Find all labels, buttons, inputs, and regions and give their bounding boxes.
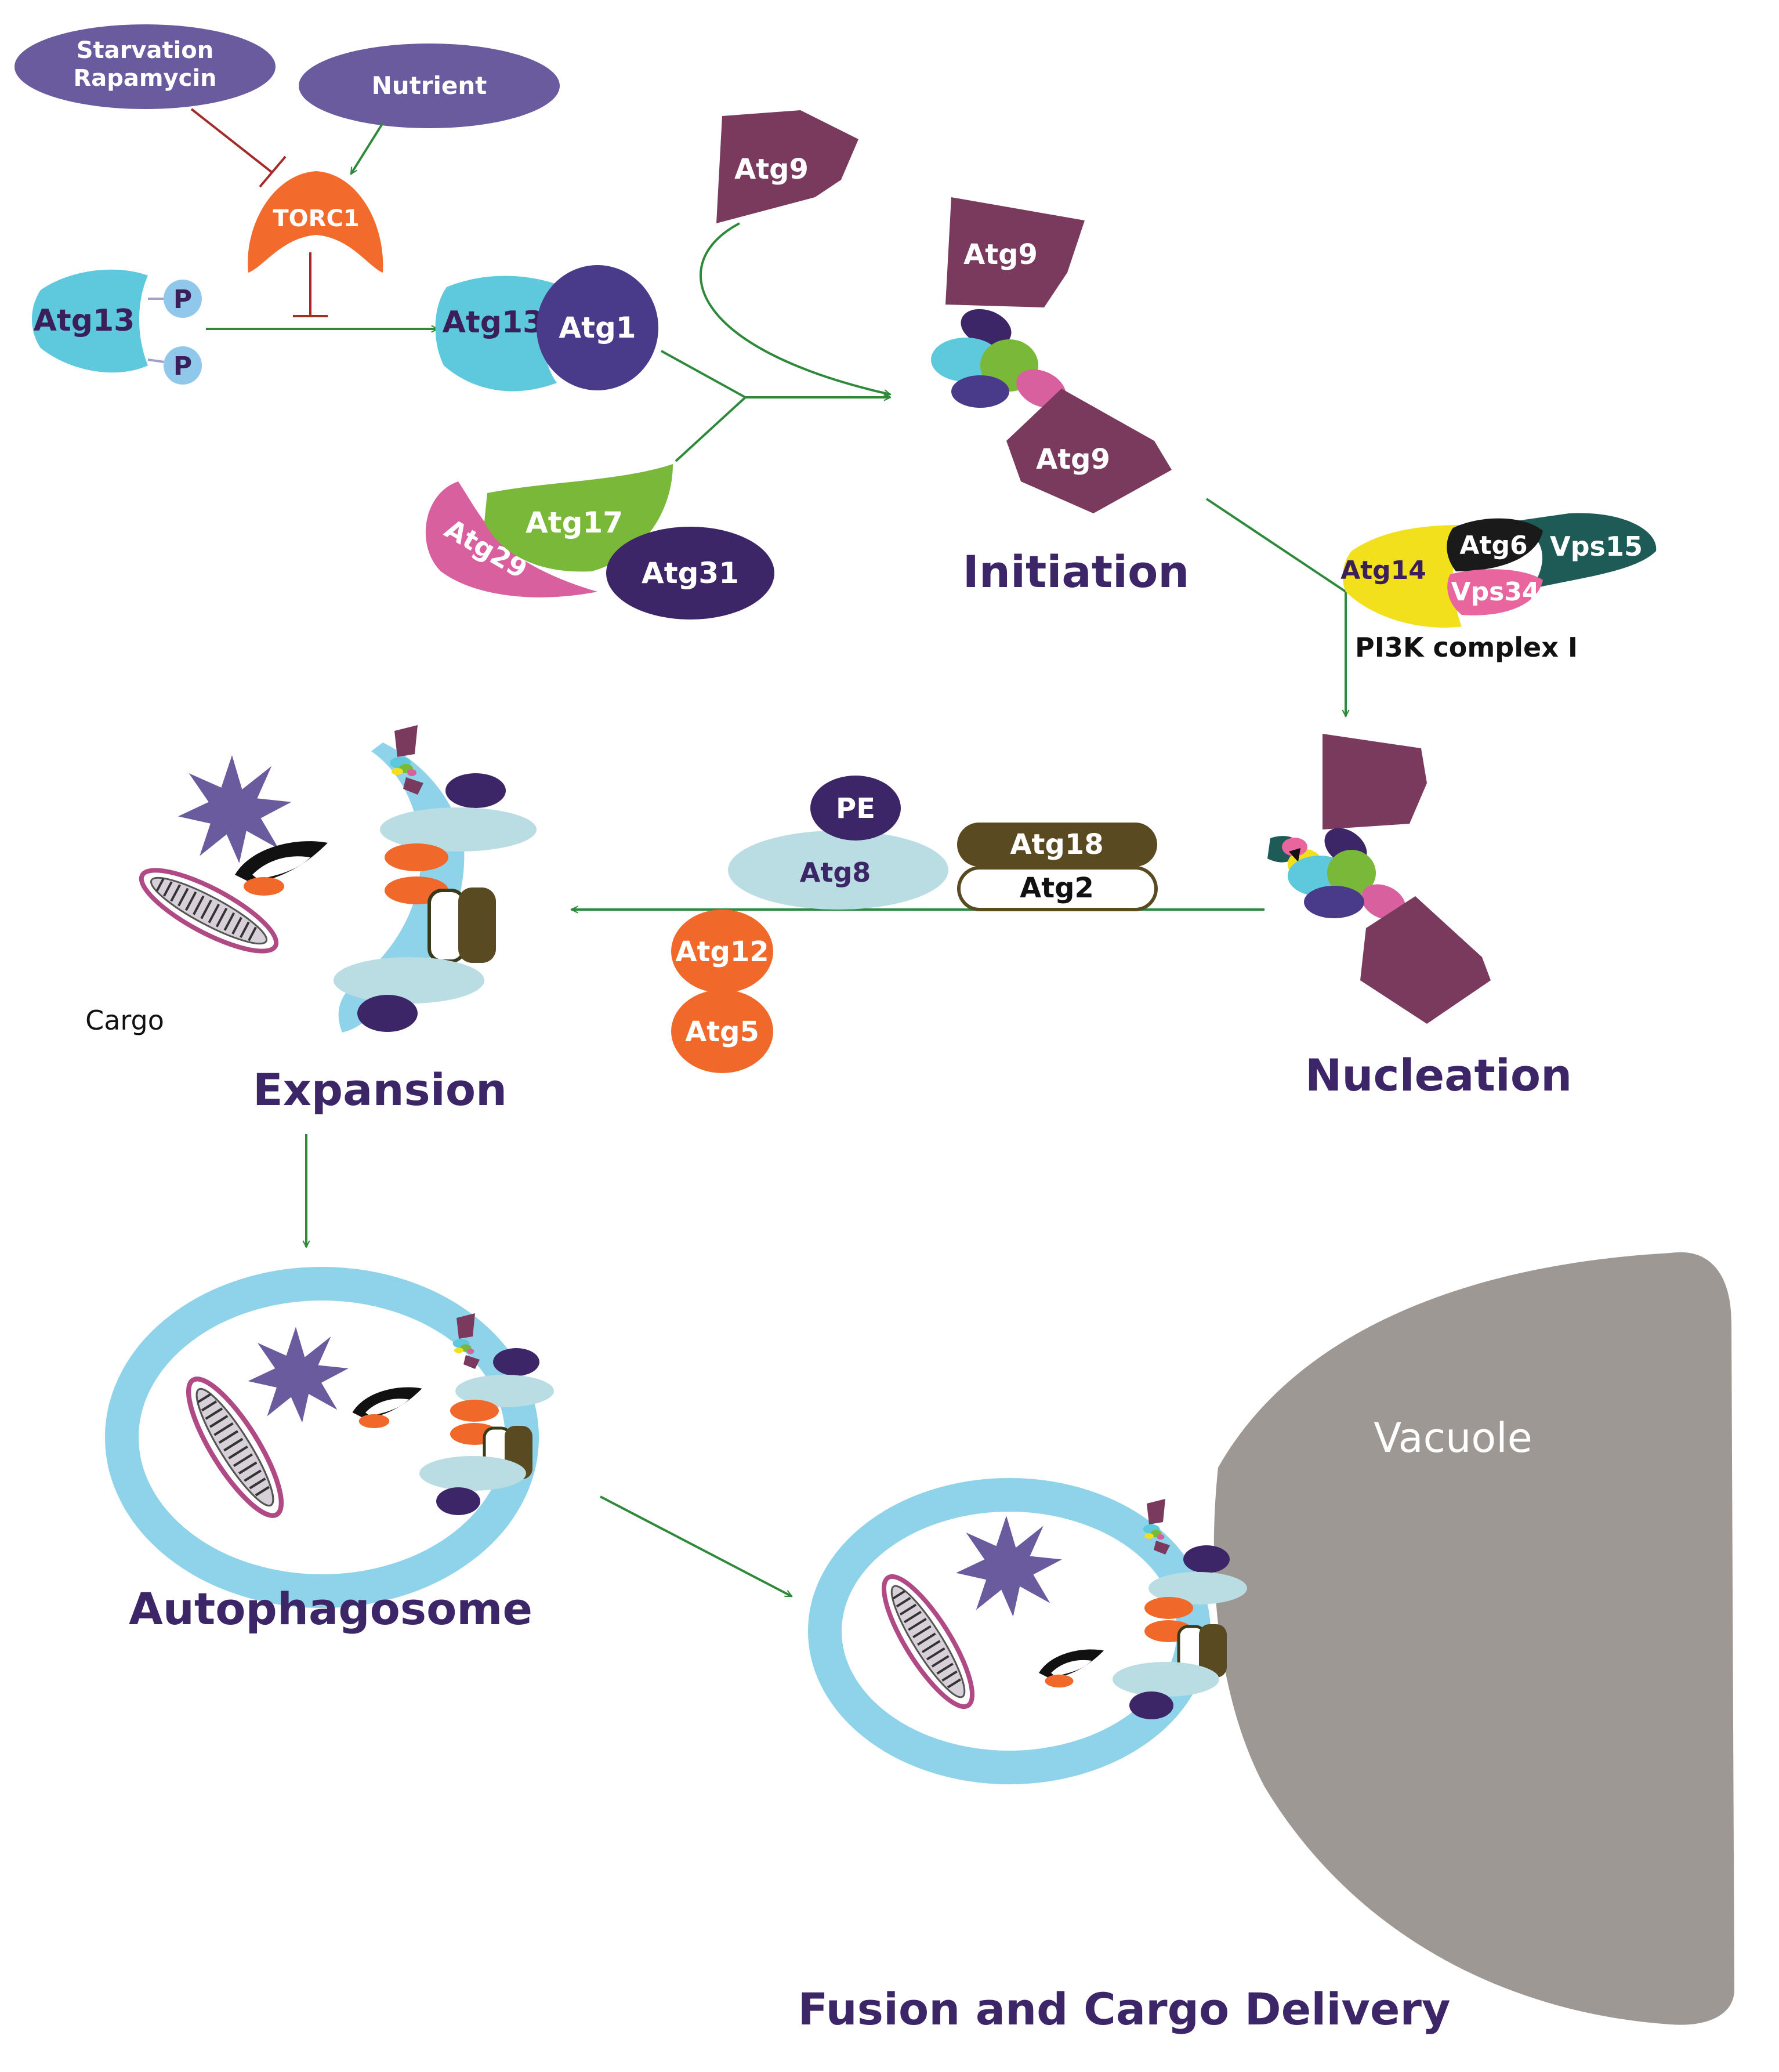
atg13-atg1-complex: Atg13 Atg1 xyxy=(435,265,658,392)
atg18-node xyxy=(957,823,1157,867)
nucleation-complex xyxy=(1267,734,1491,1024)
atg12-node xyxy=(671,910,773,993)
starvation-rapamycin-node: Starvation Rapamycin xyxy=(15,24,276,109)
atg12-atg5-conjugate: Atg12 Atg5 xyxy=(671,910,773,1073)
initiation-title: Initiation xyxy=(963,546,1190,597)
vacuole-label: Vacuole xyxy=(1374,1414,1532,1462)
atg18-atg2-complex: Atg18 Atg2 xyxy=(957,823,1158,911)
atg5-label: Atg5 xyxy=(685,1016,759,1048)
torc1-label: TORC1 xyxy=(273,205,359,232)
autophagosome-title: Autophagosome xyxy=(129,1583,532,1635)
phospho-group-1 xyxy=(164,280,202,318)
starvation-label: Starvation xyxy=(77,37,214,64)
atg31-node xyxy=(606,527,774,620)
atg13-phosphorylated: Atg13 P P xyxy=(32,269,202,385)
atg17-atg29-atg31-complex: Atg29 Atg17 Atg31 xyxy=(425,464,774,620)
atg8-node xyxy=(728,831,948,910)
pi3k-complex-i: Vps15 Atg14 Atg6 Vps34 xyxy=(1340,513,1657,628)
atg13-label-2: Atg13 xyxy=(443,305,544,340)
atg6-label: Atg6 xyxy=(1459,531,1527,560)
atg1-node xyxy=(537,265,658,390)
atg13-label-1: Atg13 xyxy=(34,303,135,338)
autophagosome-to-fusion-arrow xyxy=(600,1495,792,1598)
phospho-label-2: P xyxy=(173,352,192,381)
fusing-autophagosome xyxy=(808,1478,1247,1784)
rapamycin-label: Rapamycin xyxy=(73,65,216,92)
vps34-label: Vps34 xyxy=(1451,577,1540,607)
inhibit-bar-torc1 xyxy=(259,155,287,188)
atg9-free: Atg9 xyxy=(716,110,858,223)
fusion-title: Fusion and Cargo Delivery xyxy=(798,1983,1450,2035)
expansion-scene xyxy=(132,725,537,1033)
cargo-label: Cargo xyxy=(85,1005,164,1036)
pe-label: PE xyxy=(836,792,875,825)
pi3k-complex-label: PI3K complex I xyxy=(1355,632,1578,663)
atg1-label: Atg1 xyxy=(559,311,636,345)
nucleation-title: Nucleation xyxy=(1305,1049,1572,1101)
atg8-pe-conjugate: Atg8 PE xyxy=(728,776,948,910)
atg2-label: Atg2 xyxy=(1020,872,1094,904)
atg9-to-initiation-arrow xyxy=(699,222,890,394)
nutrient-node: Nutrient xyxy=(299,44,560,128)
initiation-complex: Atg9 Atg9 xyxy=(931,197,1172,513)
nutrient-label: Nutrient xyxy=(372,71,487,100)
atg9-label-3: Atg9 xyxy=(1036,443,1110,476)
atg31-label: Atg31 xyxy=(642,556,739,590)
phospho-label-1: P xyxy=(173,285,192,314)
atg9-label-2: Atg9 xyxy=(963,238,1038,271)
vps15-label: Vps15 xyxy=(1550,531,1643,562)
initiation-to-pi3k-line xyxy=(1205,498,1347,593)
atg17-label: Atg17 xyxy=(526,506,623,539)
atg14-label: Atg14 xyxy=(1340,556,1426,585)
autophagosome-scene xyxy=(105,1267,554,1608)
nutrient-activates-torc1 xyxy=(350,122,384,174)
atg9-label-1: Atg9 xyxy=(734,153,809,186)
vacuole: Vacuole xyxy=(1213,1252,1734,2025)
atg2-node xyxy=(957,866,1158,911)
expansion-title: Expansion xyxy=(253,1064,507,1115)
phospho-group-2 xyxy=(164,346,202,385)
torc1-node: TORC1 xyxy=(248,171,383,273)
atg5-node xyxy=(671,990,773,1073)
atg18-label: Atg18 xyxy=(1010,828,1103,861)
atg17-to-initiation-line xyxy=(675,396,747,462)
atg8-label: Atg8 xyxy=(800,857,871,888)
starvation-inhibits-torc1 xyxy=(190,108,274,174)
pe-node xyxy=(810,776,901,841)
atg1-to-initiation-line xyxy=(661,350,746,399)
atg12-label: Atg12 xyxy=(675,936,769,968)
